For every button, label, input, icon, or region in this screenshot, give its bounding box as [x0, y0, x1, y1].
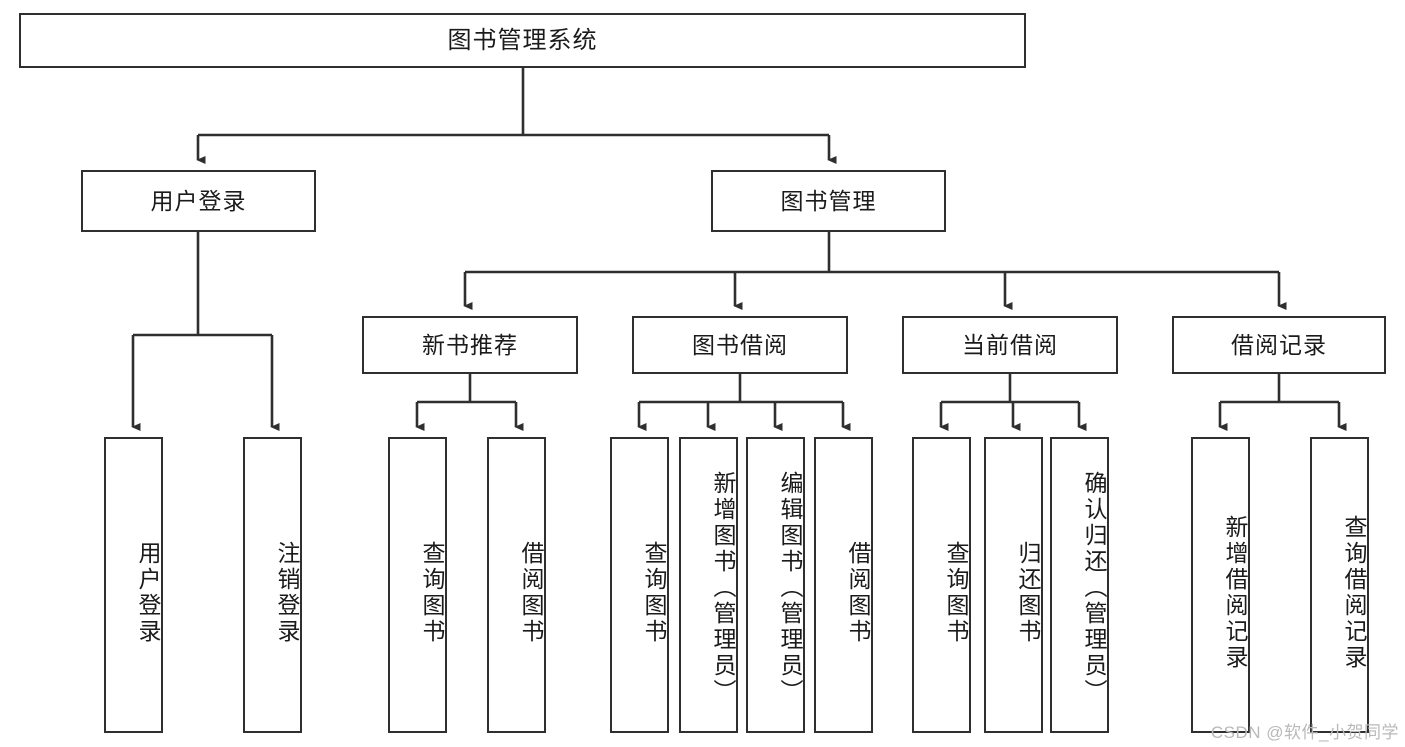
node-leaf-query-book-1[interactable]: 查询图书 [388, 437, 447, 733]
node-book-manage[interactable]: 图书管理 [711, 170, 946, 232]
node-leaf-user-login[interactable]: 用户登录 [104, 437, 163, 733]
node-current-borrow[interactable]: 当前借阅 [902, 316, 1118, 374]
node-user-login[interactable]: 用户登录 [81, 170, 316, 232]
node-leaf-add-book[interactable]: 新增图书（管理员） [679, 437, 738, 733]
node-leaf-query-record[interactable]: 查询借阅记录 [1310, 437, 1369, 733]
node-new-book-recommend[interactable]: 新书推荐 [362, 316, 578, 374]
node-borrow-record[interactable]: 借阅记录 [1172, 316, 1386, 374]
node-leaf-query-book-3[interactable]: 查询图书 [912, 437, 971, 733]
node-leaf-return-book[interactable]: 归还图书 [984, 437, 1043, 733]
node-root[interactable]: 图书管理系统 [19, 13, 1026, 68]
node-leaf-edit-book[interactable]: 编辑图书（管理员） [746, 437, 805, 733]
node-leaf-add-record[interactable]: 新增借阅记录 [1191, 437, 1250, 733]
node-leaf-borrow-book-2[interactable]: 借阅图书 [814, 437, 873, 733]
node-leaf-logout[interactable]: 注销登录 [243, 437, 302, 733]
node-leaf-borrow-book-1[interactable]: 借阅图书 [487, 437, 546, 733]
node-book-borrow[interactable]: 图书借阅 [632, 316, 848, 374]
csdn-watermark: CSDN @软件_小贺同学 [1210, 723, 1399, 742]
node-leaf-confirm-return[interactable]: 确认归还（管理员） [1050, 437, 1109, 733]
node-leaf-query-book-2[interactable]: 查询图书 [610, 437, 669, 733]
